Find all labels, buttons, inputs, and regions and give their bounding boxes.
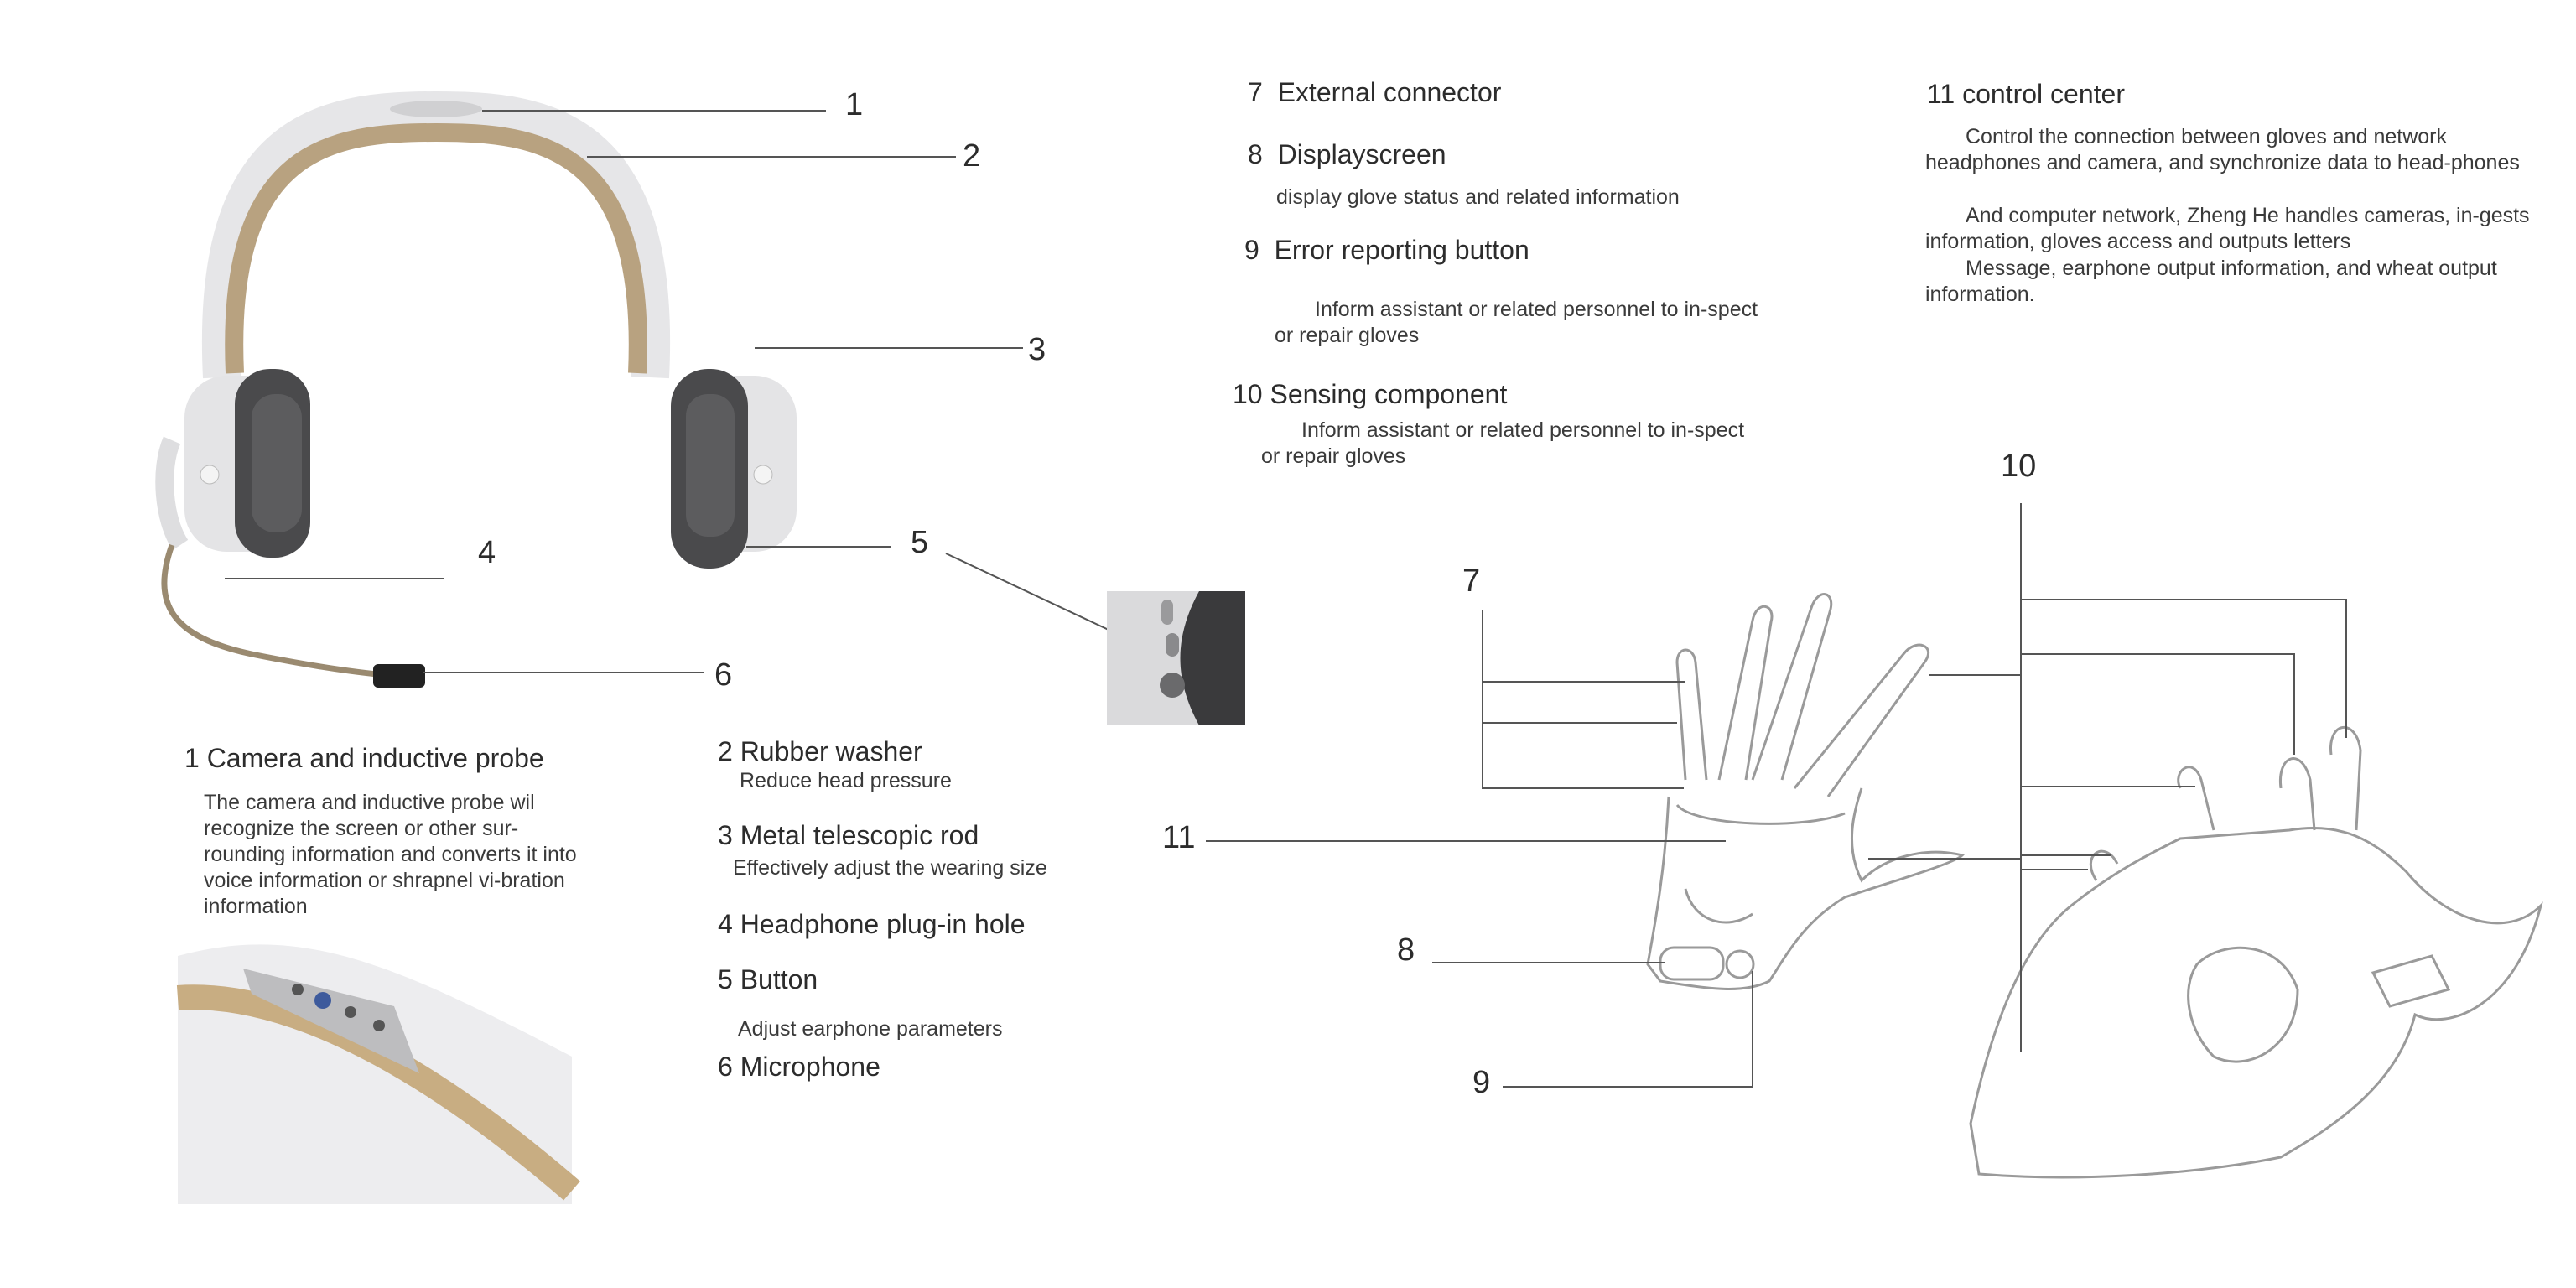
item-8-description: display glove status and related informa… [1276, 185, 1680, 209]
callout-7: 7 [1462, 564, 1481, 599]
item-1-description: The camera and inductive probe wil recog… [204, 791, 577, 918]
glove-front-sketch [1646, 593, 1965, 990]
callout-11: 11 [1162, 820, 1196, 855]
item-8-title: 8 Displayscreen [1248, 139, 1446, 169]
item-11-description-3: Message, earphone output information, an… [1925, 257, 2497, 306]
callout-10: 10 [2001, 449, 2037, 484]
item-2-title: 2 Rubber washer [718, 736, 922, 766]
item-9-description: Inform assistant or related personnel to… [1275, 298, 1758, 347]
item-10-title: 10 Sensing component [1233, 379, 1508, 409]
item-11-description-2: And computer network, Zheng He handles c… [1925, 204, 2530, 253]
headphone-image [155, 91, 1179, 688]
item-3-title: 3 Metal telescopic rod [718, 820, 979, 850]
button-detail-image [1107, 591, 1245, 725]
callout-6: 6 [714, 657, 733, 693]
item-5-title: 5 Button [718, 964, 818, 995]
camera-probe-image [176, 944, 580, 1204]
callout-5: 5 [911, 525, 929, 560]
callout-4: 4 [478, 535, 496, 570]
callout-1: 1 [845, 87, 864, 122]
callout-2: 2 [963, 138, 981, 174]
callout-8: 8 [1397, 932, 1415, 968]
item-5-description: Adjust earphone parameters [738, 1017, 1003, 1041]
item-9-title: 9 Error reporting button [1244, 235, 1530, 265]
item-11-title: 11 control center [1927, 79, 2125, 109]
item-4-title: 4 Headphone plug-in hole [718, 909, 1026, 939]
item-3-description: Effectively adjust the wearing size [733, 856, 1047, 880]
callout-9: 9 [1472, 1065, 1491, 1100]
item-10-description: Inform assistant or related personnel to… [1261, 418, 1745, 468]
item-7-title: 7 External connector [1248, 77, 1502, 107]
item-11-description-1: Control the connection between gloves an… [1925, 125, 2520, 174]
item-6-title: 6 Microphone [718, 1052, 880, 1082]
callout-3: 3 [1028, 332, 1046, 367]
glove-leader-lines [1206, 503, 2347, 1088]
glove-back-sketch [1969, 725, 2543, 1179]
item-1-title: 1 Camera and inductive probe [184, 743, 544, 773]
item-2-description: Reduce head pressure [740, 769, 952, 792]
